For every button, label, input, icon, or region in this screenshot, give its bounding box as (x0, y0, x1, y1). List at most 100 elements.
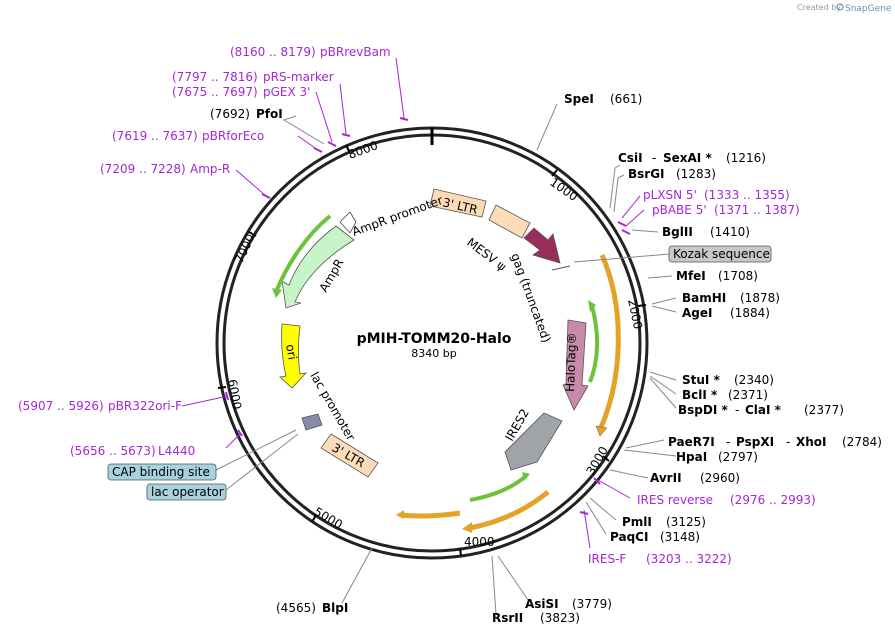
svg-text:-: - (786, 435, 790, 449)
svg-text:(1283): (1283) (676, 167, 716, 181)
cap-binding-label: CAP binding site (112, 465, 210, 479)
enzyme-bcli[interactable]: BclI * (2371) (682, 388, 768, 402)
enzyme-stui[interactable]: StuI * (2340) (682, 373, 774, 387)
credit-brand: SnapGene (845, 4, 892, 14)
svg-text:StuI *: StuI * (682, 373, 721, 387)
svg-text:ClaI *: ClaI * (745, 403, 782, 417)
svg-text:(1410): (1410) (710, 225, 750, 239)
svg-text:pBR322ori-F: pBR322ori-F (108, 399, 182, 413)
credit-prefix: Created by (797, 3, 841, 12)
plasmid-length: 8340 bp (411, 347, 456, 360)
enzyme-paqci[interactable]: PaqCI (3148) (610, 530, 700, 544)
enzyme-labels: SpeI (661) CsiI - SexAI * (1216) BsrGI (… (210, 92, 882, 625)
svg-text:(3125): (3125) (666, 515, 706, 529)
lac-operator-box[interactable]: lac operator (146, 483, 227, 501)
feature-ori[interactable]: ori (279, 323, 308, 389)
svg-text:-: - (735, 403, 739, 417)
svg-text:(1216): (1216) (726, 151, 766, 165)
enzyme-asisi[interactable]: AsiSI (3779) (525, 597, 612, 611)
primer-lines (181, 57, 645, 549)
kozak-label: Kozak sequence (673, 247, 770, 261)
svg-text:HpaI: HpaI (676, 450, 707, 464)
enzyme-bglii[interactable]: BglII (1410) (662, 225, 750, 239)
enzyme-pmli[interactable]: PmlI (3125) (622, 515, 706, 529)
feature-gag[interactable]: gag (truncated) (508, 227, 561, 345)
svg-text:pBRforEco: pBRforEco (202, 129, 264, 143)
svg-text:XhoI: XhoI (796, 435, 827, 449)
feature-mesv-label: MESV ψ (464, 235, 509, 274)
svg-text:PfoI: PfoI (256, 107, 283, 121)
feature-halotag[interactable]: HaloTag® (562, 319, 589, 411)
enzyme-bspdi-clai[interactable]: BspDI * - ClaI * (2377) (678, 403, 844, 417)
svg-text:(1878): (1878) (740, 291, 780, 305)
lac-operator-label: lac operator (151, 485, 224, 499)
feature-lac-promoter[interactable]: lac promoter (301, 370, 358, 444)
primer-pgex3[interactable]: (7675 .. 7697) pGEX 3' (172, 85, 310, 99)
svg-text:(2784): (2784) (842, 435, 882, 449)
tick-5000: 5000 (312, 504, 345, 531)
svg-text:(3779): (3779) (572, 597, 612, 611)
cap-binding-box[interactable]: CAP binding site (107, 463, 217, 481)
enzyme-rsrii[interactable]: RsrII (3823) (492, 611, 580, 625)
primer-ires-f[interactable]: IRES-F (3203 .. 3222) (588, 552, 732, 566)
feature-ampr[interactable]: AmpR (281, 225, 355, 309)
tick-7000: 7000 (232, 232, 258, 266)
svg-text:PaeR7I: PaeR7I (668, 435, 715, 449)
enzyme-agei[interactable]: AgeI (1884) (682, 306, 770, 320)
enzyme-paer7i-pspxi-xhoi[interactable]: PaeR7I - PspXI - XhoI (2784) (668, 435, 882, 449)
primer-plxsn5[interactable]: pLXSN 5' (1333 .. 1355) (643, 188, 790, 202)
svg-text:pRS-marker: pRS-marker (263, 70, 334, 84)
tick-1000: 1000 (547, 175, 580, 204)
primer-labels: (8160 .. 8179) pBRrevBam (7797 .. 7816) … (18, 45, 816, 566)
svg-text:(1371 .. 1387): (1371 .. 1387) (714, 203, 800, 217)
plasmid-backbone (215, 126, 649, 560)
enzyme-mfei[interactable]: MfeI (1708) (676, 269, 758, 283)
box-connectors (215, 253, 671, 491)
primer-pbr322ori-f[interactable]: (5907 .. 5926) pBR322ori-F (18, 399, 182, 413)
svg-text:-: - (726, 435, 730, 449)
svg-text:(5656 .. 5673): (5656 .. 5673) (70, 444, 156, 458)
svg-text:AsiSI: AsiSI (525, 597, 559, 611)
primer-pbrrevbam[interactable]: (8160 .. 8179) pBRrevBam (230, 45, 391, 59)
svg-text:(2797): (2797) (718, 450, 758, 464)
kozak-box[interactable]: Kozak sequence (668, 245, 772, 263)
enzyme-spei[interactable]: SpeI (661) (564, 92, 642, 106)
feature-ires2[interactable]: IRES2 (502, 406, 563, 471)
snapgene-credit: Created by SnapGene (797, 3, 892, 14)
primer-prs-marker[interactable]: (7797 .. 7816) pRS-marker (172, 70, 334, 84)
svg-text:SexAI *: SexAI * (663, 151, 712, 165)
svg-text:pGEX 3': pGEX 3' (263, 85, 310, 99)
svg-text:(7619 .. 7637): (7619 .. 7637) (112, 129, 198, 143)
enzyme-bsrgi[interactable]: BsrGI (1283) (628, 167, 716, 181)
tick-4000: 4000 (464, 535, 495, 549)
primer-l4440[interactable]: (5656 .. 5673) L4440 (70, 444, 195, 458)
svg-text:AvrII: AvrII (650, 471, 682, 485)
feature-ori-label: ori (283, 343, 299, 361)
primer-pbabe5[interactable]: pBABE 5' (1371 .. 1387) (652, 203, 800, 217)
feature-ampr-promoter[interactable]: AmpR promoter (339, 193, 445, 239)
svg-text:PaqCI: PaqCI (610, 530, 648, 544)
enzyme-bamhi[interactable]: BamHI (1878) (682, 291, 780, 305)
orf-arrows (272, 214, 621, 533)
enzyme-pfoi[interactable]: (7692) PfoI (210, 107, 283, 121)
svg-text:Amp-R: Amp-R (190, 162, 230, 176)
primer-ires-reverse[interactable]: IRES reverse (2976 .. 2993) (637, 493, 816, 507)
svg-text:-: - (652, 151, 656, 165)
svg-text:(2371): (2371) (728, 388, 768, 402)
enzyme-hpai[interactable]: HpaI (2797) (676, 450, 758, 464)
tick-6000: 6000 (225, 378, 244, 411)
svg-text:pLXSN 5': pLXSN 5' (643, 188, 697, 202)
svg-text:(8160 .. 8179): (8160 .. 8179) (230, 45, 316, 59)
enzyme-blpi[interactable]: (4565) BlpI (276, 601, 348, 615)
enzyme-lines (282, 103, 677, 615)
primer-amp-r[interactable]: (7209 .. 7228) Amp-R (100, 162, 230, 176)
svg-text:(7797 .. 7816): (7797 .. 7816) (172, 70, 258, 84)
svg-text:(7209 .. 7228): (7209 .. 7228) (100, 162, 186, 176)
svg-text:BsrGI: BsrGI (628, 167, 665, 181)
enzyme-avrii[interactable]: AvrII (2960) (650, 471, 740, 485)
enzyme-csii-sexai[interactable]: CsiI - SexAI * (1216) (618, 151, 766, 165)
primer-pbrforeco[interactable]: (7619 .. 7637) pBRforEco (112, 129, 264, 143)
svg-text:(661): (661) (610, 92, 642, 106)
svg-text:IRES reverse: IRES reverse (637, 493, 713, 507)
